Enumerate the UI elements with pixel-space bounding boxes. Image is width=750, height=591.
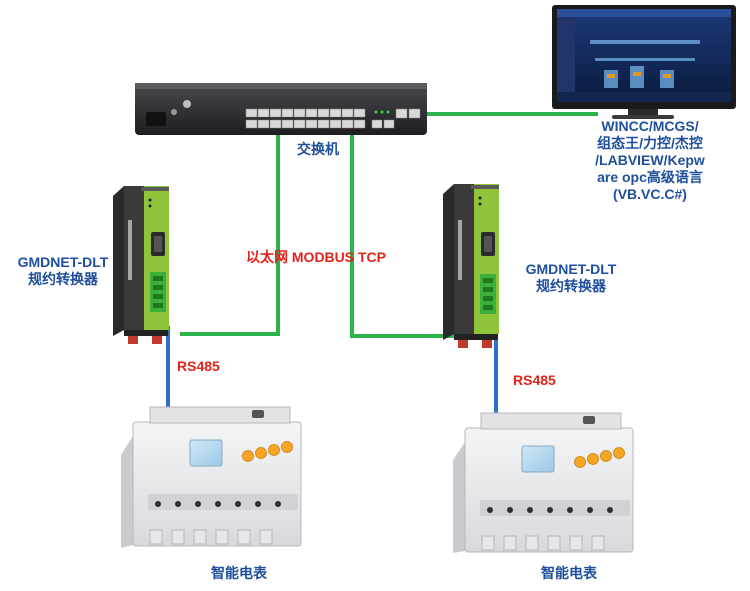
cable-switch-to-left-gateway [180, 134, 280, 336]
switch-label: 交换机 [297, 141, 339, 157]
right-meter-icon [453, 412, 634, 553]
software-line: (VB.VC.C#) [613, 186, 687, 202]
right-gateway-icon [443, 184, 499, 348]
right-meter-label: 智能电表 [541, 565, 597, 581]
left-gateway-model: GMDNET-DLT [17, 254, 109, 270]
software-line: /LABVIEW/Kepw [595, 152, 705, 168]
software-line: WINCC/MCGS/ [601, 118, 699, 134]
right-gateway-model: GMDNET-DLT [525, 261, 617, 277]
rs485-right-label: RS485 [513, 372, 556, 388]
rs485-left-label: RS485 [177, 358, 220, 374]
right-gateway-label: GMDNET-DLT 规约转换器 [515, 261, 627, 295]
monitor-icon [552, 5, 736, 119]
left-meter-icon [121, 406, 302, 548]
left-meter-label: 智能电表 [211, 565, 267, 581]
switch-icon [135, 83, 427, 135]
left-gateway-label: GMDNET-DLT 规约转换器 [8, 254, 118, 288]
software-list: WINCC/MCGS/ 组态王/力控/杰控 /LABVIEW/Kepw are … [584, 118, 716, 203]
left-gateway-type: 规约转换器 [28, 271, 98, 287]
software-line: are opc高级语言 [597, 169, 703, 185]
ethernet-cables [180, 112, 598, 338]
protocol-label: 以太网 MODBUS TCP [246, 249, 386, 265]
right-gateway-type: 规约转换器 [536, 278, 606, 294]
software-line: 组态王/力控/杰控 [597, 135, 703, 151]
left-gateway-icon [113, 186, 169, 344]
cable-switch-to-right-gateway [350, 134, 464, 338]
